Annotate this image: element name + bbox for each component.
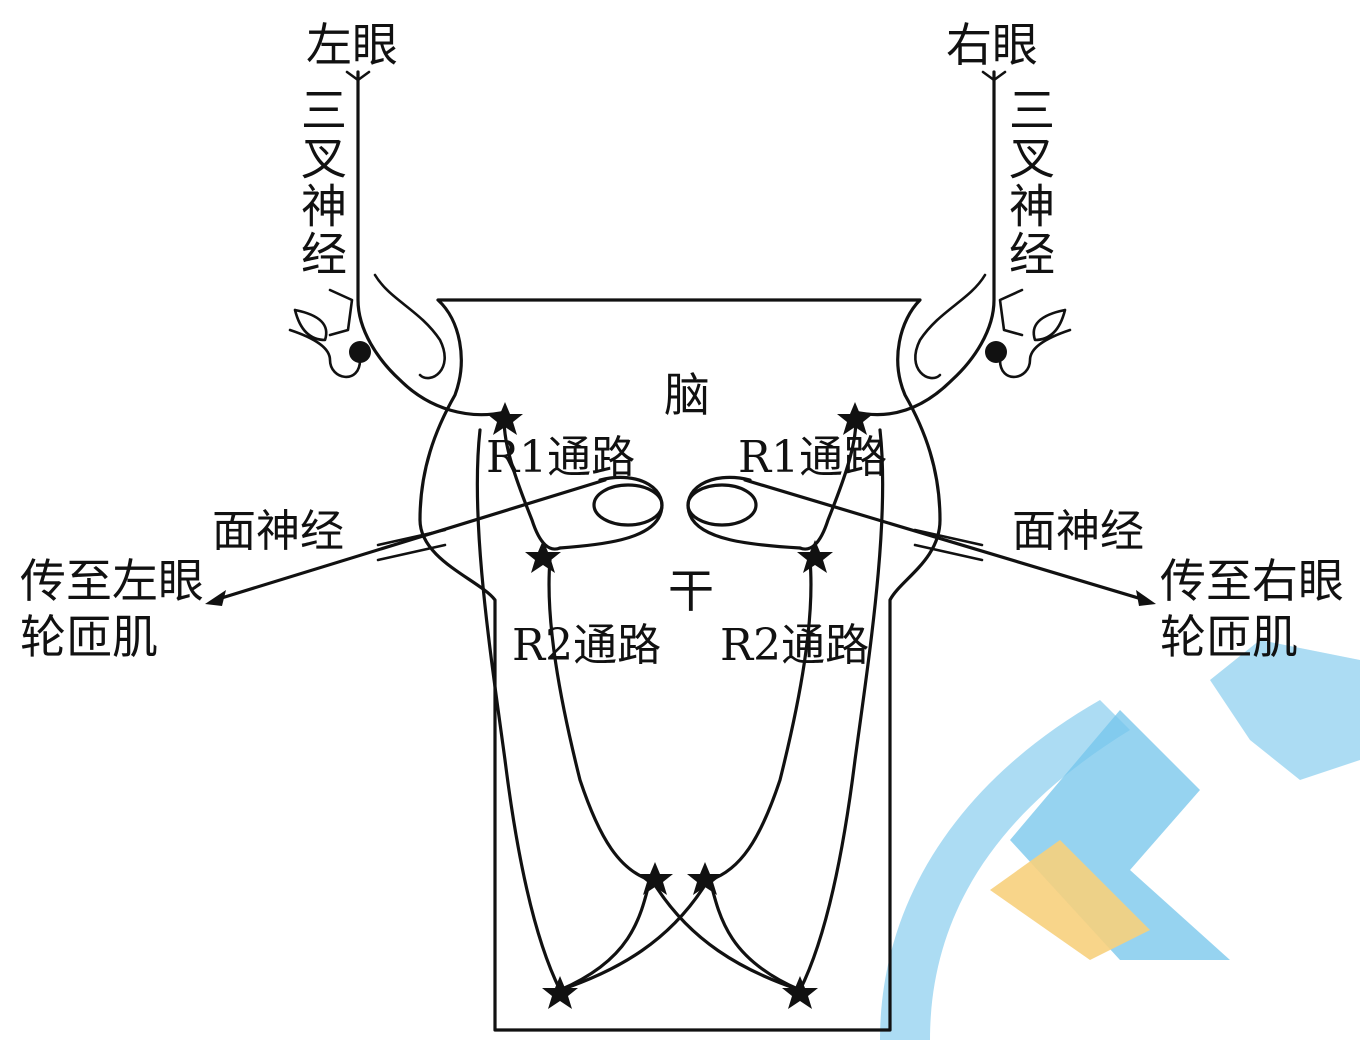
left-crossing-path: [560, 880, 800, 990]
watermark-logo: [880, 640, 1360, 1040]
right-ganglion-node: [985, 341, 1007, 363]
label-r2-left: R2通路: [512, 624, 661, 668]
star-left-mid: [525, 540, 561, 573]
label-r1-right: R1通路: [738, 436, 887, 480]
label-right-eye: 右眼: [946, 22, 1038, 68]
right-r2-pathway: [800, 430, 883, 990]
label-facial-right: 面神经: [1012, 510, 1144, 554]
star-lower-right: [782, 976, 818, 1009]
label-left-eye: 左眼: [306, 22, 398, 68]
label-r1-left: R1通路: [486, 436, 635, 480]
star-right-mid: [797, 540, 833, 573]
left-inner-descending: [549, 560, 650, 880]
label-trigeminal-right: 三叉神经: [1006, 86, 1052, 278]
label-brain: 脑: [664, 372, 710, 418]
label-to-left-eye-line2: 轮匝肌: [20, 614, 158, 660]
left-ganglion-node: [349, 341, 371, 363]
right-facial-nucleus: [688, 485, 756, 525]
star-lower-left: [542, 976, 578, 1009]
label-r2-right: R2通路: [720, 624, 869, 668]
label-facial-left: 面神经: [212, 510, 344, 554]
right-inner-descending: [710, 560, 811, 880]
label-to-right-eye-line1: 传至右眼: [1160, 558, 1344, 604]
label-stem: 干: [668, 568, 714, 614]
label-trigeminal-left: 三叉神经: [298, 86, 344, 278]
right-crossing-path: [560, 880, 800, 990]
label-to-left-eye-line1: 传至左眼: [20, 558, 204, 604]
label-to-right-eye-line2: 轮匝肌: [1160, 614, 1298, 660]
left-facial-nucleus: [594, 485, 662, 525]
